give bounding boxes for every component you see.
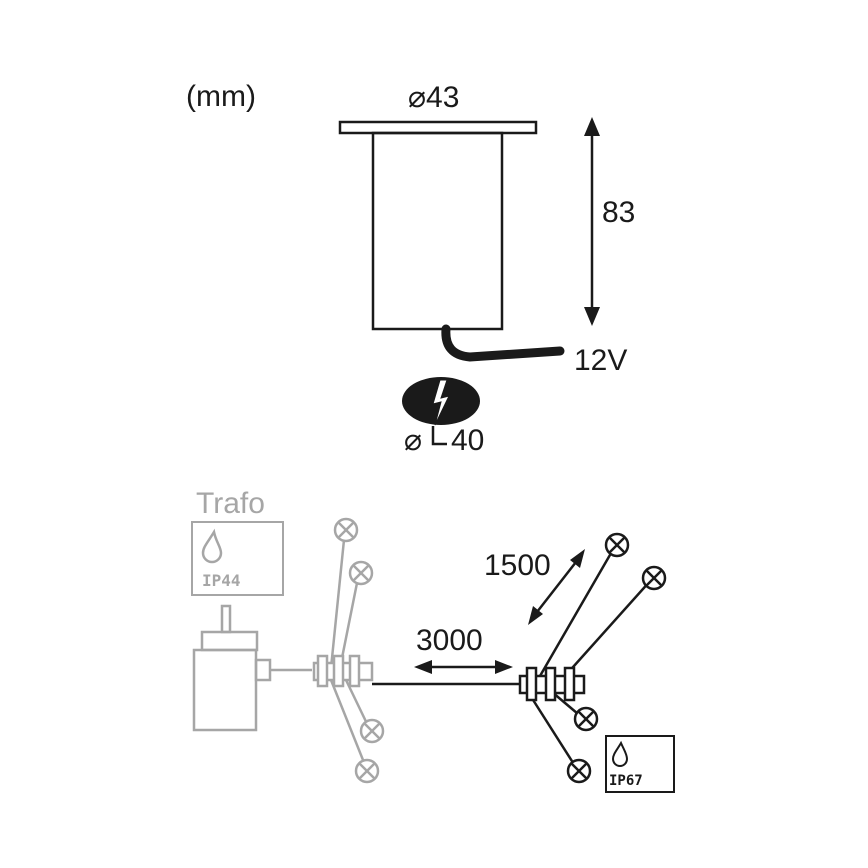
units-label: (mm): [186, 80, 256, 113]
main-cable-length-arrow: [414, 660, 513, 674]
height-dimension-arrow: [584, 117, 600, 326]
transformer-rating-box: IP44: [191, 521, 284, 596]
lamp-symbol-icon: [604, 532, 630, 558]
lamp-symbol-icon: [573, 706, 599, 732]
lamp-ip-rating: IP67: [609, 773, 643, 789]
voltage-label: 12V: [574, 344, 627, 377]
branch-cable-length-label: 1500: [484, 549, 551, 582]
main-cable-length-label: 3000: [416, 624, 483, 657]
height-label: 83: [602, 196, 635, 229]
transformer-unit: [192, 604, 312, 732]
lamp-top-flange: [338, 120, 538, 135]
lamp-cylinder: [371, 131, 504, 331]
installation-hole-icon: [402, 377, 480, 446]
lightning-bolt-icon: [432, 379, 450, 426]
lamp-rating-box: IP67: [605, 735, 675, 793]
lamp-symbol-icon: [566, 758, 592, 784]
lamp-symbol-icon: [354, 758, 380, 784]
dark-connector-block: [518, 547, 652, 770]
water-drop-icon: [201, 528, 223, 564]
grey-lamp-icons: [333, 517, 385, 784]
lamp-symbol-icon: [641, 565, 667, 591]
lamp-symbol-icon: [333, 517, 359, 543]
top-diameter-label: ⌀43: [408, 81, 459, 114]
dark-lamp-icons: [566, 532, 667, 784]
hole-diameter-value: 40: [451, 424, 484, 457]
branch-cable-length-arrow: [528, 549, 585, 625]
grey-connector-block: [312, 529, 374, 771]
transformer-ip-rating: IP44: [202, 571, 241, 590]
transformer-label: Trafo: [196, 487, 265, 520]
water-drop-icon: [611, 740, 629, 767]
hole-diameter-symbol: ⌀: [404, 424, 422, 457]
lamp-symbol-icon: [348, 560, 374, 586]
lamp-symbol-icon: [359, 718, 385, 744]
lamp-body-drawing: [338, 120, 565, 362]
lamp-cable: [441, 324, 565, 362]
